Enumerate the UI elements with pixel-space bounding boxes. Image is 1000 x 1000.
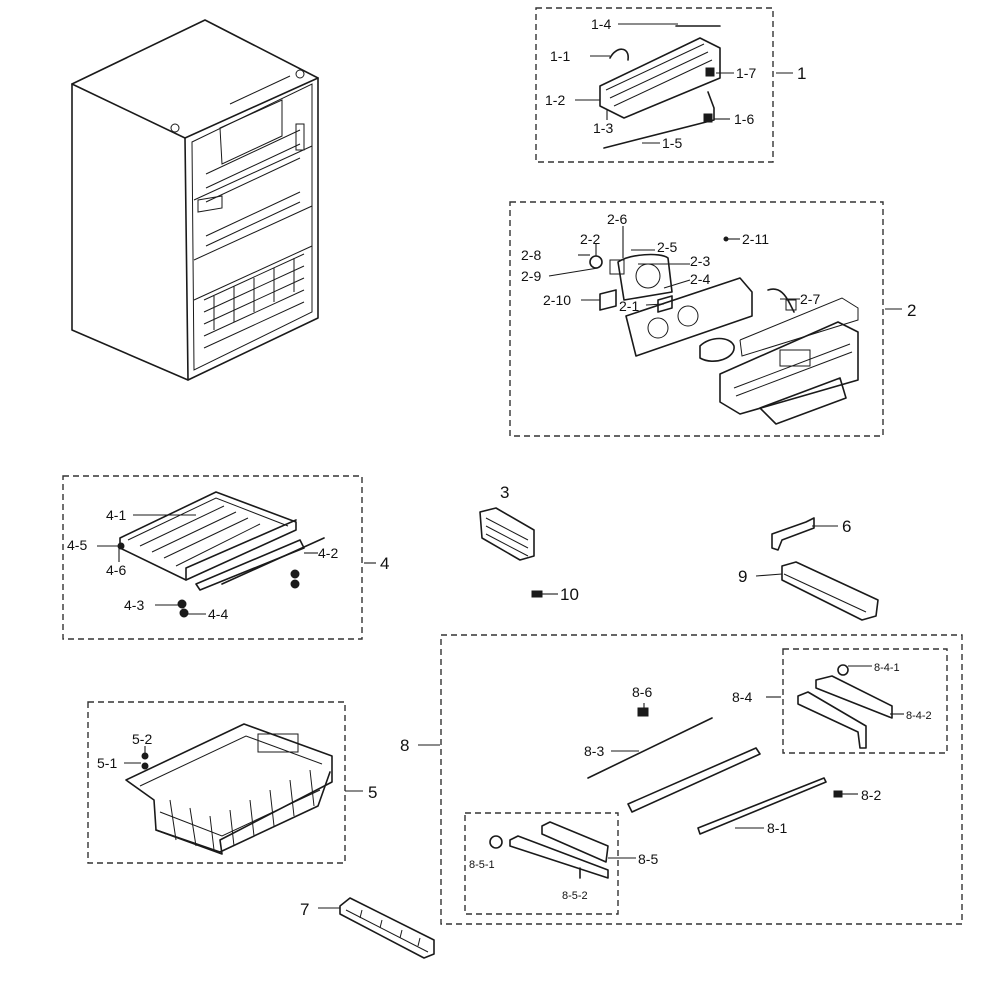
label-1-7: 1-7 [736, 65, 756, 81]
label-8-4-2: 8-4-2 [906, 710, 932, 722]
label-7: 7 [300, 900, 309, 919]
label-2-10: 2-10 [543, 292, 571, 308]
label-10: 10 [560, 585, 579, 604]
label-5: 5 [368, 783, 377, 802]
label-5-1: 5-1 [97, 755, 117, 771]
group-5-box [87, 701, 346, 864]
label-1-1: 1-1 [550, 48, 570, 64]
group-4-box [62, 475, 363, 640]
part-6: 6 [771, 517, 851, 551]
label-8-2: 8-2 [861, 787, 881, 803]
part-10: 10 [531, 585, 579, 604]
label-5-2: 5-2 [132, 731, 152, 747]
refrigerator-cabinet [71, 19, 319, 381]
label-1-4: 1-4 [591, 16, 611, 32]
label-4-1: 4-1 [106, 507, 126, 523]
label-2: 2 [907, 301, 916, 320]
label-4-5: 4-5 [67, 537, 87, 553]
label-8: 8 [400, 736, 409, 755]
label-2-9: 2-9 [521, 268, 541, 284]
label-2-11: 2-11 [742, 231, 769, 247]
label-2-2: 2-2 [580, 231, 600, 247]
label-8-4-1: 8-4-1 [874, 662, 900, 674]
label-6: 6 [842, 517, 851, 536]
group-2: 2 2-1 2-2 2-3 2-4 2-5 2-6 2-7 2-8 2-9 2-… [509, 201, 916, 437]
label-2-7: 2-7 [800, 291, 820, 307]
label-8-3: 8-3 [584, 743, 604, 759]
label-4-3: 4-3 [124, 597, 144, 613]
label-1: 1 [797, 64, 806, 83]
label-1-3: 1-3 [593, 120, 613, 136]
label-4-2: 4-2 [318, 545, 338, 561]
part-9: 9 [738, 561, 879, 621]
label-2-5: 2-5 [657, 239, 677, 255]
label-1-6: 1-6 [734, 111, 754, 127]
label-4-4: 4-4 [208, 606, 228, 622]
label-1-2: 1-2 [545, 92, 565, 108]
label-8-4: 8-4 [732, 689, 752, 705]
label-8-5: 8-5 [638, 851, 658, 867]
part-7: 7 [300, 897, 435, 959]
group-8: 8 8-1 8-2 8-3 8-4 8-4-1 8-4-2 8-5 8-5-1 … [400, 634, 963, 925]
label-1-5: 1-5 [662, 135, 682, 151]
label-4: 4 [380, 554, 389, 573]
part-3: 3 [479, 483, 535, 561]
label-2-4: 2-4 [690, 271, 710, 287]
group-5: 5 5-1 5-2 [87, 701, 377, 864]
group-1-box [535, 7, 774, 163]
label-8-1: 8-1 [767, 820, 787, 836]
label-9: 9 [738, 567, 747, 586]
group-8-4-box [782, 648, 948, 754]
group-8-5-box [464, 812, 619, 915]
label-4-6: 4-6 [106, 562, 126, 578]
label-8-6: 8-6 [632, 684, 652, 700]
label-2-3: 2-3 [690, 253, 710, 269]
label-2-6: 2-6 [607, 211, 627, 227]
label-3: 3 [500, 483, 509, 502]
label-2-8: 2-8 [521, 247, 541, 263]
group-2-box [509, 201, 884, 437]
group-4: 4 4-1 4-2 4-3 4-4 4-5 4-6 [62, 475, 389, 640]
label-8-5-2: 8-5-2 [562, 890, 588, 902]
label-8-5-1: 8-5-1 [469, 859, 495, 871]
group-8-box [440, 634, 963, 925]
group-1: 1 1-1 1-2 1-3 1-4 1-5 1-6 1-7 [535, 7, 806, 163]
label-2-1: 2-1 [619, 298, 639, 314]
